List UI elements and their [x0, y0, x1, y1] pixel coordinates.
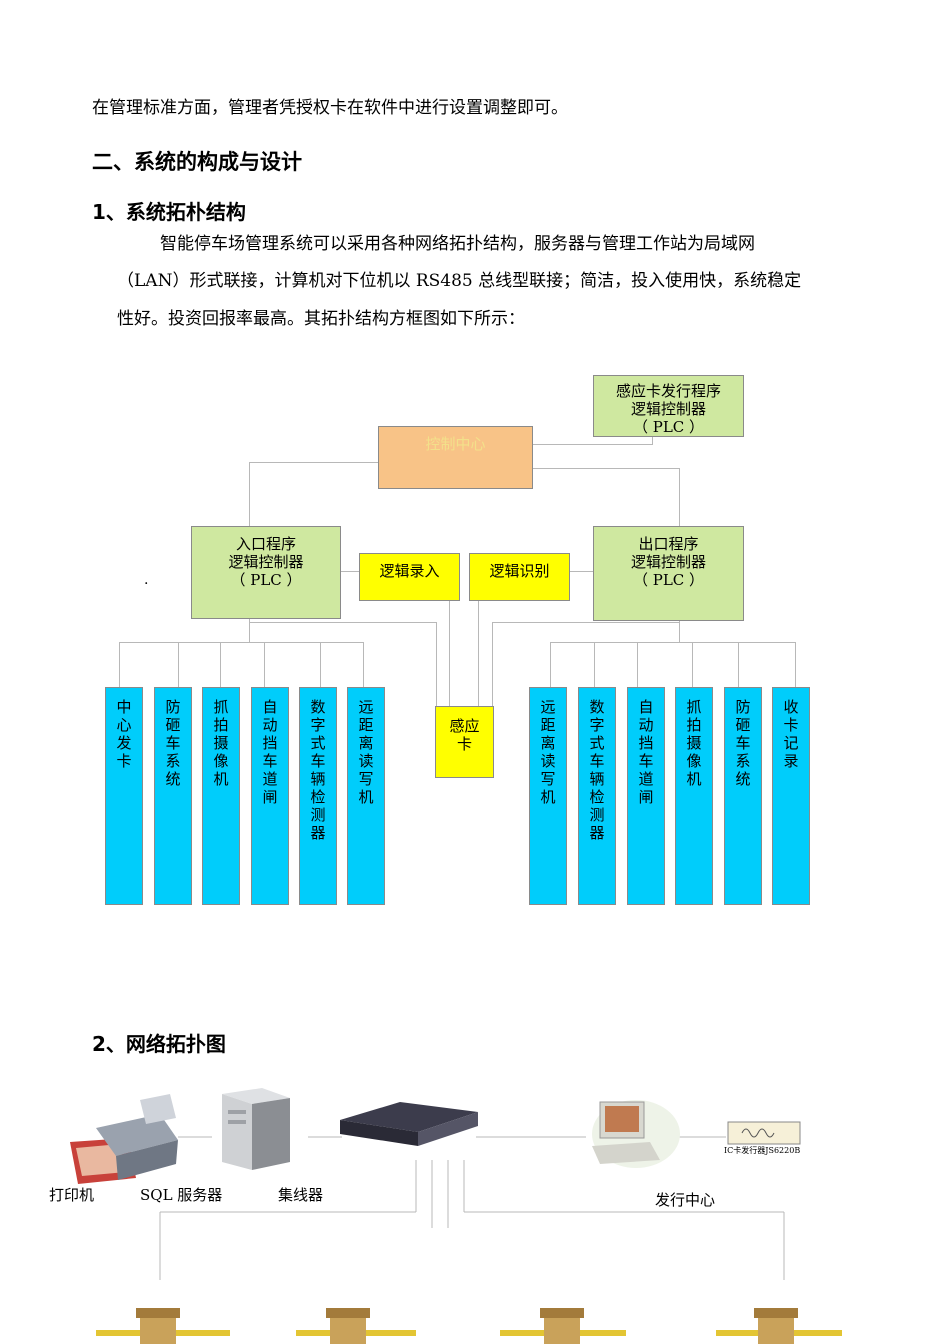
toll-booth-icon-2 — [296, 1308, 416, 1344]
toll-booth-icon-3 — [500, 1308, 626, 1344]
left-device-5-label: 数字式车辆检测器 — [310, 698, 326, 842]
left-device-1: 中心发卡 — [105, 687, 143, 905]
toll-booth-icon-4 — [716, 1308, 842, 1344]
right-device-3-label: 自动挡车道闸 — [638, 698, 654, 806]
left-device-6-label: 远距离读写机 — [358, 698, 374, 806]
right-device-4: 抓拍摄像机 — [675, 687, 713, 905]
right-device-1: 远距离读写机 — [529, 687, 567, 905]
entry-plc-line-2: 逻辑控制器 — [228, 553, 304, 571]
left-device-3-label: 抓拍摄像机 — [213, 698, 229, 788]
toll-booth-icon-1 — [96, 1308, 230, 1344]
left-device-6: 远距离读写机 — [347, 687, 385, 905]
card-issuer-icon — [727, 1121, 801, 1145]
right-device-6: 收卡记录 — [772, 687, 810, 905]
right-device-4-label: 抓拍摄像机 — [686, 698, 702, 788]
left-device-2: 防砸车系统 — [154, 687, 192, 905]
left-device-5: 数字式车辆检测器 — [299, 687, 337, 905]
card-issuer-line-2: 逻辑控制器 — [630, 400, 706, 418]
card-label: 感应卡 — [449, 717, 480, 753]
computer-icon — [592, 1100, 680, 1168]
para-line-3: 性好。投资回报率最高。其拓扑结构方框图如下所示： — [117, 309, 525, 329]
para-line-2: （LAN）形式联接，计算机对下位机以 RS485 总线型联接；简洁，投入使用快，… — [117, 271, 802, 291]
sub1-heading: 1、系统拓朴结构 — [92, 200, 246, 224]
server-icon — [222, 1088, 290, 1170]
card-issuer-line-1: 感应卡发行程序 — [615, 382, 721, 400]
hub-caption: 集线器 — [278, 1186, 324, 1204]
exit-plc-box: 出口程序 逻辑控制器 （ PLC ） — [593, 526, 744, 621]
left-device-1-label: 中心发卡 — [116, 698, 132, 770]
card-issuer-line-3: （ PLC ） — [632, 418, 705, 436]
right-device-2-label: 数字式车辆检测器 — [589, 698, 605, 842]
printer-icon — [70, 1094, 178, 1184]
hub-icon — [340, 1102, 478, 1146]
stray-dot: . — [144, 572, 149, 588]
section-heading: 二、系统的构成与设计 — [92, 150, 302, 174]
exit-plc-line-2: 逻辑控制器 — [630, 553, 706, 571]
network-lines — [159, 1136, 785, 1280]
printer-caption: 打印机 — [49, 1186, 95, 1204]
left-device-2-label: 防砸车系统 — [165, 698, 181, 788]
left-device-4: 自动挡车道闸 — [251, 687, 289, 905]
para-line-1: 智能停车场管理系统可以采用各种网络拓扑结构，服务器与管理工作站为局域网 — [160, 234, 755, 254]
card-box: 感应卡 — [435, 706, 494, 778]
card-issuer-plc-box: 感应卡发行程序 逻辑控制器 （ PLC ） — [593, 375, 744, 437]
right-device-5-label: 防砸车系统 — [735, 698, 751, 788]
issue-center-caption: 发行中心 — [655, 1191, 716, 1209]
entry-plc-line-1: 入口程序 — [235, 535, 296, 553]
intro-line: 在管理标准方面，管理者凭授权卡在软件中进行设置调整即可。 — [92, 98, 568, 118]
right-device-1-label: 远距离读写机 — [540, 698, 556, 806]
right-device-3: 自动挡车道闸 — [627, 687, 665, 905]
logic-recognize-box: 逻辑识别 — [469, 553, 570, 601]
left-device-4-label: 自动挡车道闸 — [262, 698, 278, 806]
control-center-box: 控制中心 — [378, 426, 533, 489]
card-issuer-caption: IC卡发行器JS6220B — [724, 1146, 801, 1155]
logic-entry-label: 逻辑录入 — [379, 562, 440, 580]
left-device-3: 抓拍摄像机 — [202, 687, 240, 905]
exit-plc-line-1: 出口程序 — [638, 535, 699, 553]
exit-plc-line-3: （ PLC ） — [632, 571, 705, 589]
sub2-heading: 2、网络拓扑图 — [92, 1032, 226, 1056]
control-center-label: 控制中心 — [425, 435, 486, 453]
sql-server-caption: SQL 服务器 — [140, 1186, 223, 1204]
right-device-6-label: 收卡记录 — [783, 698, 799, 770]
right-device-5: 防砸车系统 — [724, 687, 762, 905]
logic-entry-box: 逻辑录入 — [359, 553, 460, 601]
right-device-2: 数字式车辆检测器 — [578, 687, 616, 905]
network-topology — [70, 1088, 842, 1344]
logic-recognize-label: 逻辑识别 — [489, 562, 550, 580]
entry-plc-box: 入口程序 逻辑控制器 （ PLC ） — [191, 526, 341, 619]
entry-plc-line-3: （ PLC ） — [230, 571, 302, 589]
